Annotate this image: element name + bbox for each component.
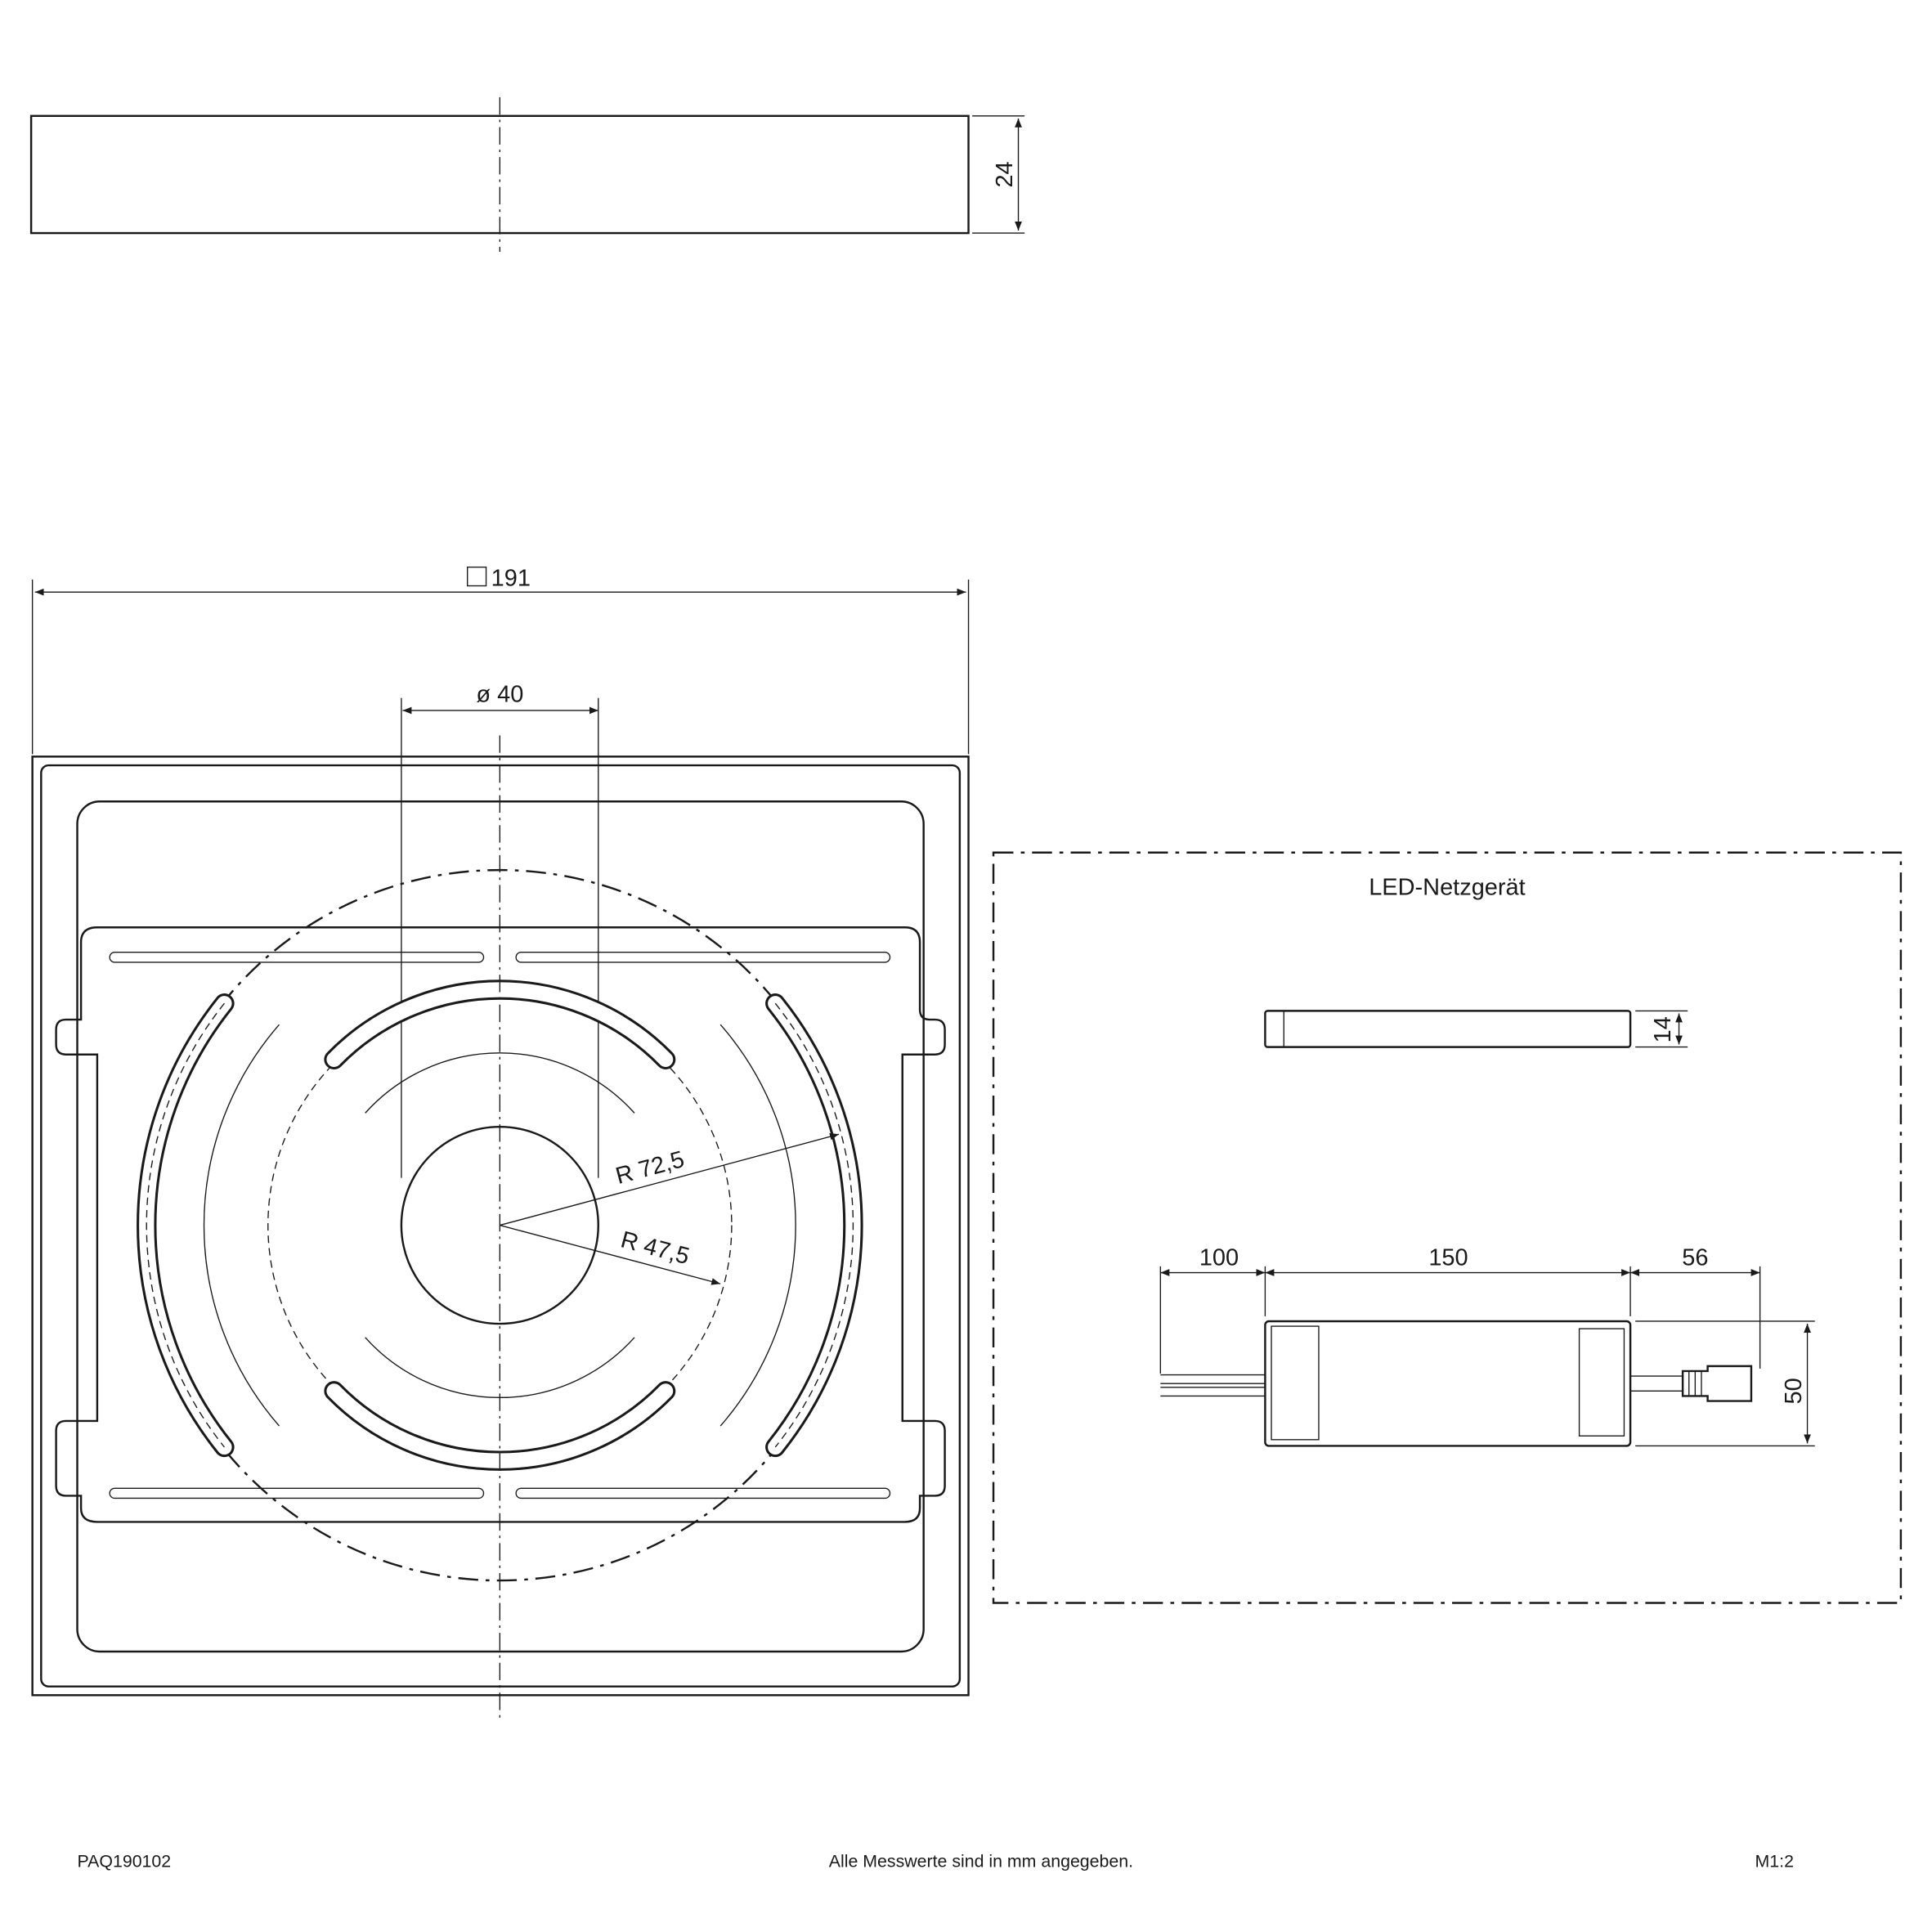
power-supply-detail: LED-Netzgerät 14 100 150 56 50 bbox=[992, 851, 1903, 1604]
diameter-dimension: ø 40 bbox=[476, 681, 523, 707]
plan-view: 191 ø 40 R 72,5 R 47,5 bbox=[31, 566, 970, 1718]
psu-width-dimension: 50 bbox=[1781, 1378, 1807, 1404]
width-dimension: 191 bbox=[491, 566, 531, 592]
length-dimension: 150 bbox=[1428, 1244, 1468, 1271]
scale-label: M1:2 bbox=[1755, 1852, 1794, 1871]
units-note: Alle Messwerte sind in mm angegeben. bbox=[829, 1852, 1133, 1871]
radius-outer-dimension: R 72,5 bbox=[613, 1146, 688, 1190]
psu-height-dimension: 14 bbox=[1650, 1016, 1676, 1042]
side-view: 24 bbox=[29, 96, 1025, 252]
cable-in-dimension: 100 bbox=[1199, 1244, 1239, 1271]
radius-inner-dimension: R 47,5 bbox=[618, 1226, 693, 1270]
article-number: PAQ190102 bbox=[78, 1852, 172, 1871]
height-dimension: 24 bbox=[992, 161, 1018, 187]
cable-out-dimension: 56 bbox=[1682, 1244, 1708, 1271]
power-supply-title: LED-Netzgerät bbox=[1369, 875, 1526, 901]
